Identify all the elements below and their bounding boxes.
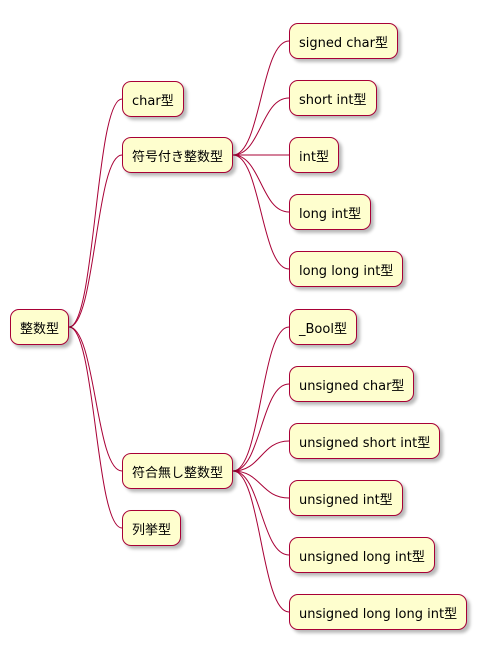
edge-signed-short-int <box>232 97 290 156</box>
node-short-int: short int型 <box>289 80 377 116</box>
edge-signed-long-int <box>232 154 290 213</box>
edge-unsigned-short-int <box>232 440 290 472</box>
edge-unsigned-char <box>232 383 290 472</box>
edge-root-char <box>68 98 123 328</box>
node-signed-integer-types: 符号付き整数型 <box>122 137 234 173</box>
edge-root-unsigned <box>68 326 123 472</box>
edge-unsigned-long-long-int <box>232 470 290 613</box>
node-unsigned-integer-types: 符合無し整数型 <box>122 453 234 489</box>
node-long-int: long int型 <box>289 194 372 230</box>
edge-signed-long-long-int <box>232 154 290 270</box>
node-unsigned-long-int: unsigned long int型 <box>289 537 435 573</box>
node-unsigned-short-int: unsigned short int型 <box>289 423 441 459</box>
edge-signed-signed-char <box>232 40 290 156</box>
node-signed-char: signed char型 <box>289 23 398 59</box>
node-unsigned-int: unsigned int型 <box>289 480 403 516</box>
node-enum-type: 列挙型 <box>122 510 182 546</box>
edge-unsigned-int <box>232 470 290 499</box>
node-int: int型 <box>289 137 339 173</box>
edge-root-enum <box>68 326 123 529</box>
edge-unsigned-bool <box>232 326 290 472</box>
node-unsigned-long-long-int: unsigned long long int型 <box>289 594 468 630</box>
node-root-integer-types: 整数型 <box>10 309 70 345</box>
node-long-long-int: long long int型 <box>289 251 404 287</box>
node-bool: _Bool型 <box>289 309 357 345</box>
node-unsigned-char: unsigned char型 <box>289 366 415 402</box>
edge-unsigned-long-int <box>232 470 290 556</box>
node-char-type: char型 <box>122 81 184 117</box>
edge-root-signed <box>68 154 123 328</box>
